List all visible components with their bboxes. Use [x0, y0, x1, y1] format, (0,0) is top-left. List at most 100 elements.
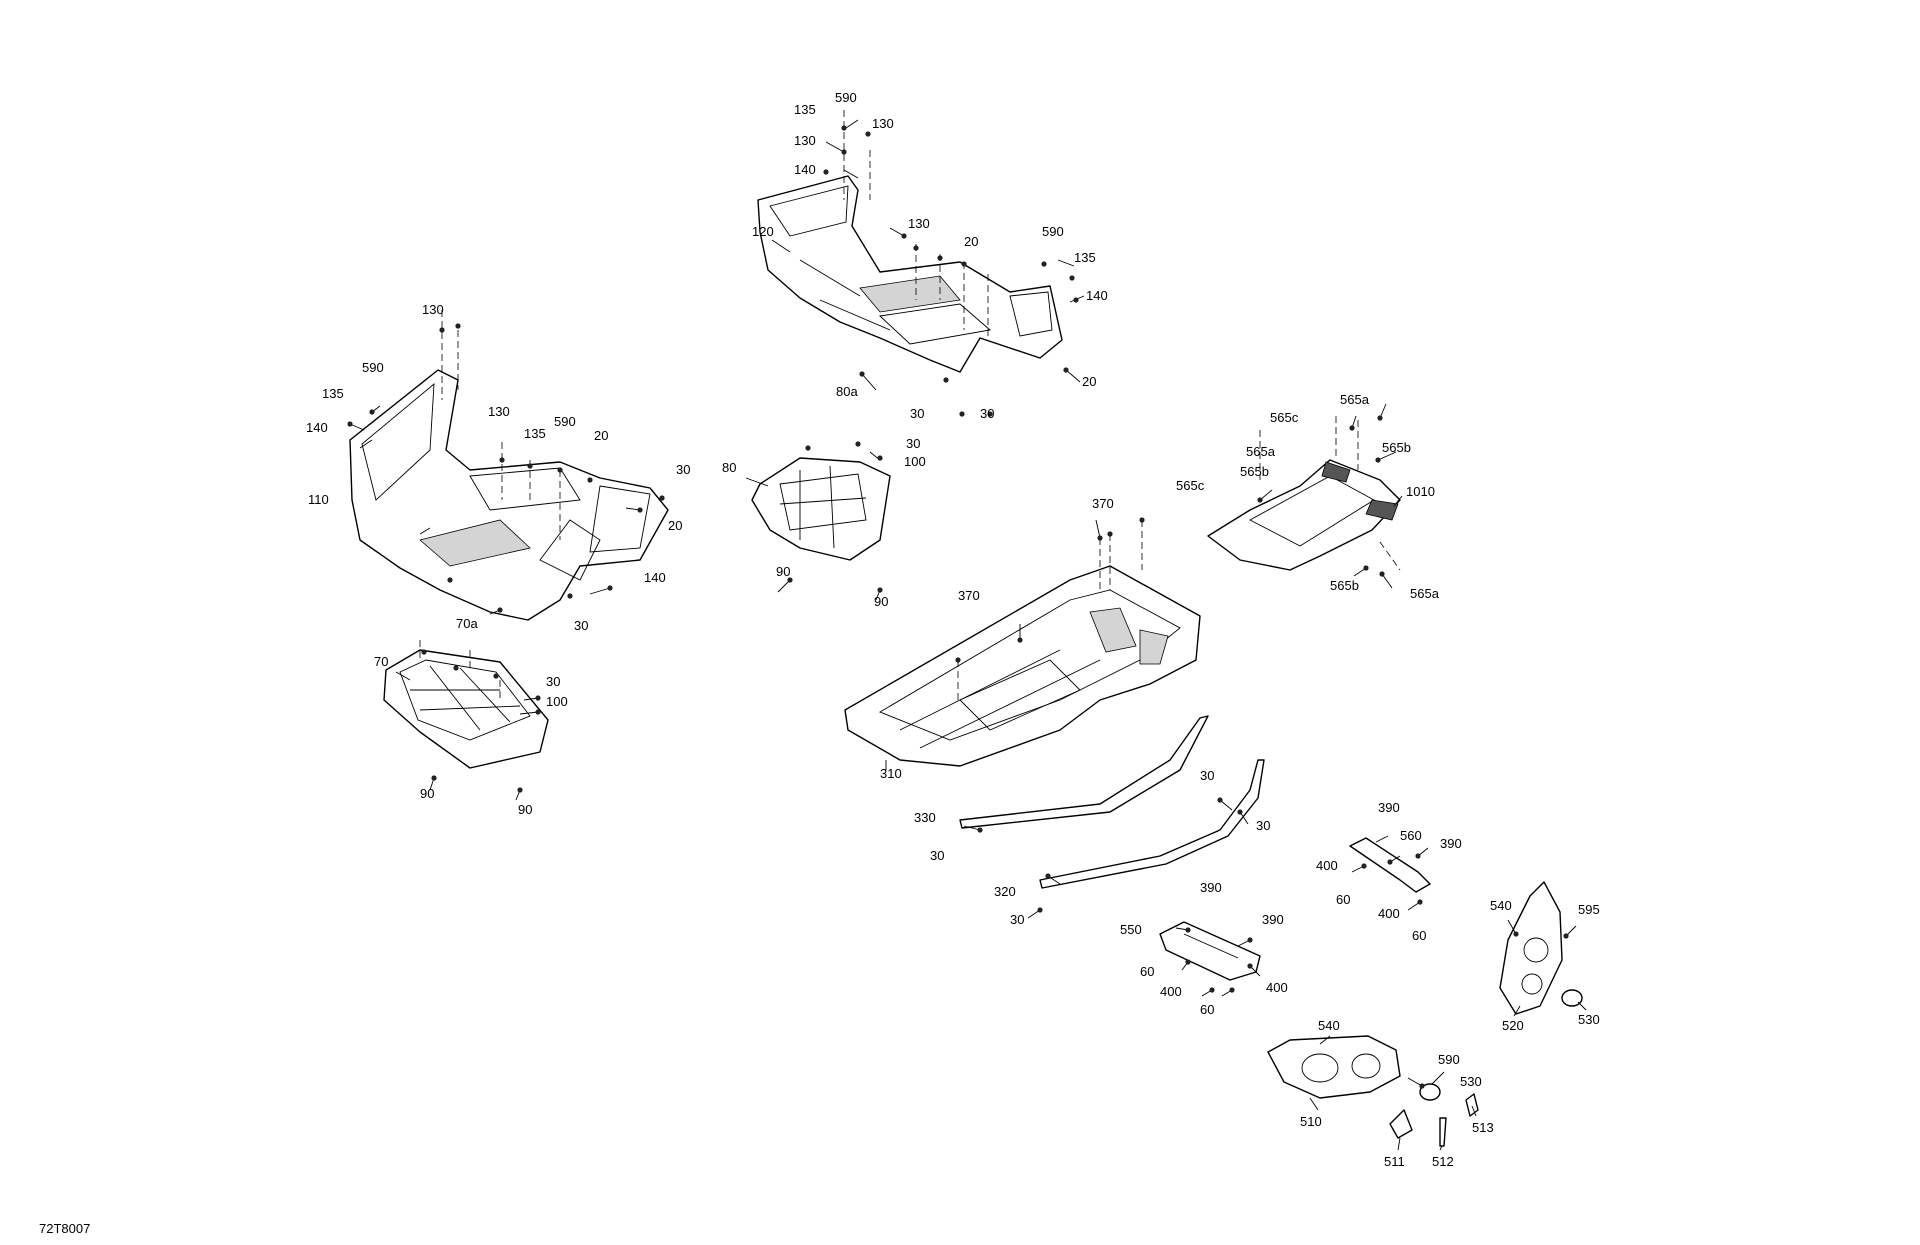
part-530-lens [1561, 989, 1583, 1007]
callout: 390 [1262, 912, 1284, 927]
callout: 370 [1092, 496, 1114, 511]
callout: 590 [554, 414, 576, 429]
callout: 140 [644, 570, 666, 585]
part-560-brace [1349, 837, 1431, 893]
callout: 20 [594, 428, 608, 443]
callout-labels: 590 135 130 130 140 120 130 20 590 135 1… [306, 90, 1600, 1169]
part-120-front-fender [757, 175, 1063, 373]
callout: 400 [1378, 906, 1400, 921]
callout: 565b [1330, 578, 1359, 593]
document-id: 72T8007 [39, 1221, 91, 1236]
callout: 590 [835, 90, 857, 105]
callout: 130 [422, 302, 444, 317]
part-330-rail [959, 715, 1209, 829]
callout: 80a [836, 384, 858, 399]
callout: 140 [306, 420, 328, 435]
callout: 540 [1318, 1018, 1340, 1033]
callout: 390 [1200, 880, 1222, 895]
callout: 110 [308, 492, 329, 507]
callout: 135 [1074, 250, 1096, 265]
fasteners [347, 125, 1569, 1089]
callout: 30 [574, 618, 588, 633]
callout: 520 [1502, 1018, 1524, 1033]
callout: 512 [1432, 1154, 1454, 1169]
callout: 565b [1382, 440, 1411, 455]
part-310-rear-rack [844, 565, 1201, 767]
callout: 30 [676, 462, 690, 477]
callout: 70a [456, 616, 478, 631]
callout: 90 [518, 802, 532, 817]
callout: 140 [794, 162, 816, 177]
part-1010-frame-support [1207, 459, 1401, 571]
callout: 595 [1578, 902, 1600, 917]
callout: 310 [880, 766, 902, 781]
callout: 550 [1120, 922, 1142, 937]
callout: 120 [752, 224, 774, 239]
callout: 565a [1340, 392, 1370, 407]
callout: 590 [1438, 1052, 1460, 1067]
part-510-lamp-housing [1267, 1035, 1401, 1099]
callout: 60 [1140, 964, 1154, 979]
callout: 20 [964, 234, 978, 249]
part-520-light-housing [1499, 881, 1563, 1015]
callout: 590 [362, 360, 384, 375]
callout: 30 [1200, 768, 1214, 783]
callout: 510 [1300, 1114, 1322, 1129]
callout: 565b [1240, 464, 1269, 479]
callout: 30 [1010, 912, 1024, 927]
callout: 1010 [1406, 484, 1435, 499]
callout: 565a [1246, 444, 1276, 459]
part-70-footrest [383, 649, 549, 769]
callout: 540 [1490, 898, 1512, 913]
callout: 320 [994, 884, 1016, 899]
callout: 20 [1082, 374, 1096, 389]
callout: 565a [1410, 586, 1440, 601]
part-550-mount-plate [1159, 921, 1261, 981]
callout: 390 [1440, 836, 1462, 851]
callout: 530 [1460, 1074, 1482, 1089]
part-320-rail [1039, 759, 1265, 889]
callout: 130 [488, 404, 510, 419]
part-80-support-bracket [751, 457, 891, 561]
callout: 90 [874, 594, 888, 609]
part-110-left-fender [349, 369, 669, 621]
assembly-lines [419, 110, 1401, 700]
part-512-screw [1439, 1117, 1447, 1147]
callout: 100 [904, 454, 926, 469]
callout: 130 [794, 133, 816, 148]
callout: 390 [1378, 800, 1400, 815]
callout: 30 [980, 406, 994, 421]
callout: 60 [1412, 928, 1426, 943]
callout: 100 [546, 694, 568, 709]
callout: 90 [776, 564, 790, 579]
callout: 70 [374, 654, 388, 669]
callout: 140 [1086, 288, 1108, 303]
callout: 565c [1176, 478, 1205, 493]
callout: 130 [908, 216, 930, 231]
callout: 30 [910, 406, 924, 421]
callout: 560 [1400, 828, 1422, 843]
callout: 30 [546, 674, 560, 689]
callout: 60 [1336, 892, 1350, 907]
callout: 400 [1266, 980, 1288, 995]
part-530b-lens [1419, 1083, 1441, 1101]
callout: 20 [668, 518, 682, 533]
part-513-fastener [1465, 1093, 1479, 1117]
callout: 60 [1200, 1002, 1214, 1017]
callout: 30 [1256, 818, 1270, 833]
callout: 565c [1270, 410, 1299, 425]
callout: 135 [322, 386, 344, 401]
part-511-clip [1389, 1109, 1413, 1139]
callout: 400 [1160, 984, 1182, 999]
callout: 511 [1384, 1154, 1405, 1169]
callout: 370 [958, 588, 980, 603]
callout: 30 [930, 848, 944, 863]
callout: 30 [906, 436, 920, 451]
callout: 590 [1042, 224, 1064, 239]
callout: 530 [1578, 1012, 1600, 1027]
callout: 513 [1472, 1120, 1494, 1135]
callout: 130 [872, 116, 894, 131]
callout: 80 [722, 460, 736, 475]
callout: 400 [1316, 858, 1338, 873]
